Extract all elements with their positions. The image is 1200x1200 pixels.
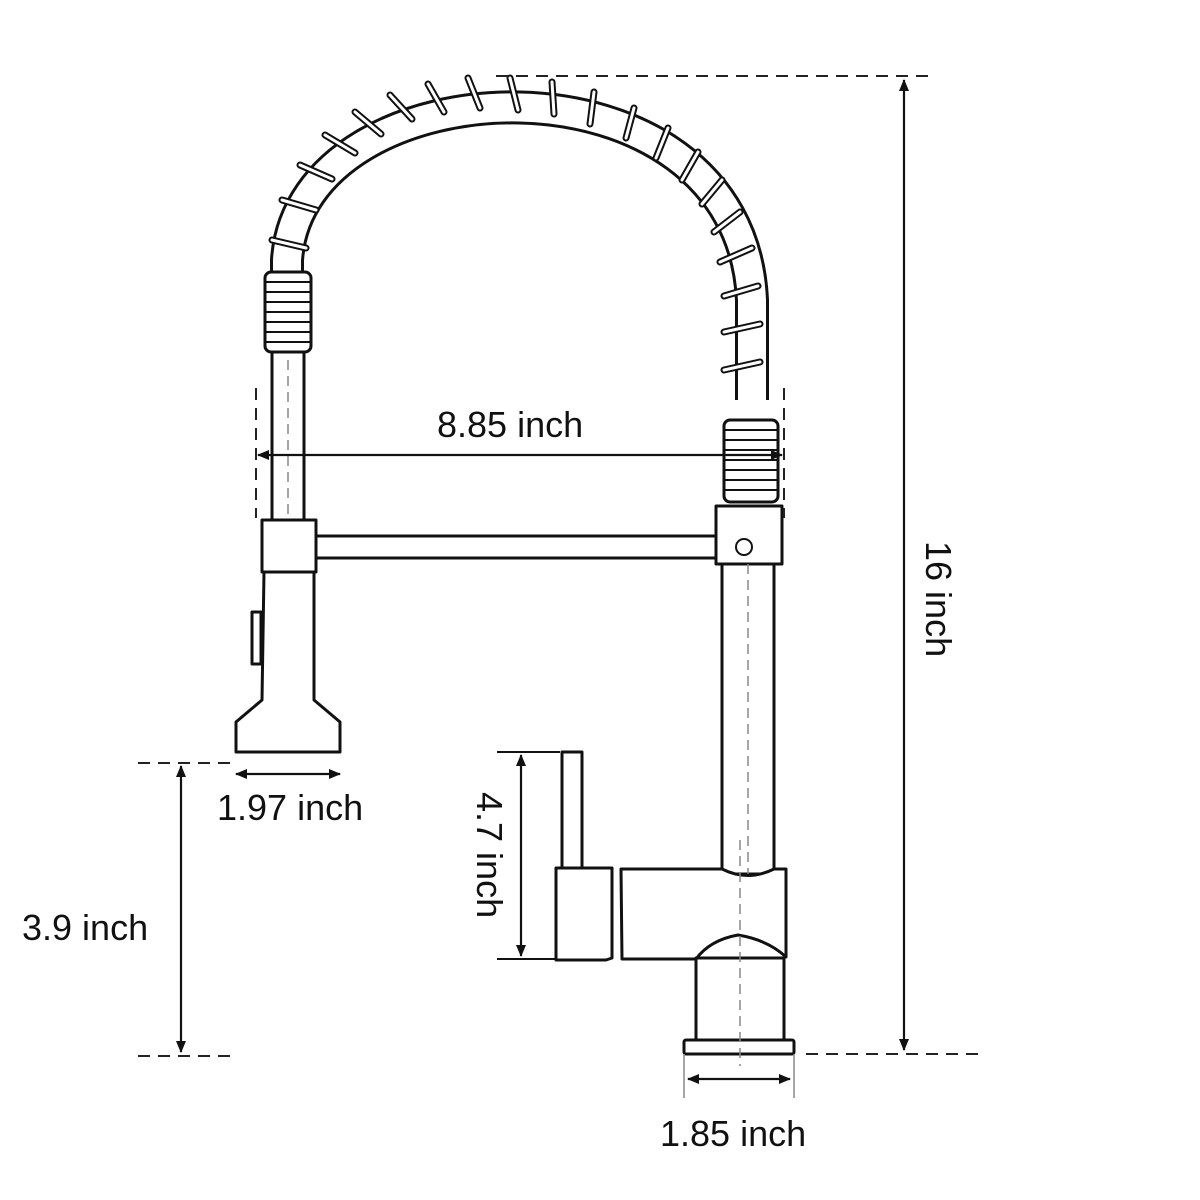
sprayer-tube [270, 350, 306, 522]
lever-handle [560, 750, 584, 874]
valve-body [619, 867, 788, 961]
handle-height-label: 4.7 inch [469, 792, 510, 918]
dimension-total-height: 16 inch [496, 75, 984, 1055]
dimension-base-diameter: 1.85 inch [660, 1054, 806, 1154]
spring-coil [268, 74, 764, 374]
pivot-collar [714, 504, 784, 566]
dimension-sprayer-clearance: 3.9 inch [22, 762, 234, 1057]
sprayer-clearance-label: 3.9 inch [22, 907, 148, 948]
dimension-handle-height: 4.7 inch [469, 751, 560, 960]
sprayer-width-label: 1.97 inch [217, 787, 363, 828]
faucet-body [720, 562, 776, 900]
dimension-sprayer-width: 1.97 inch [217, 769, 363, 828]
tight-coil-left [263, 270, 313, 354]
spout-arm [314, 534, 720, 560]
tight-coil-right [722, 418, 780, 504]
sprayer-head [234, 518, 342, 754]
total-height-label: 16 inch [918, 541, 959, 657]
spring-hose [263, 74, 780, 504]
spout-reach-label: 8.85 inch [437, 404, 583, 445]
sprayer-button [250, 610, 263, 666]
base-plate [682, 1038, 796, 1056]
base-diameter-label: 1.85 inch [660, 1113, 806, 1154]
handle-hub [554, 866, 614, 962]
faucet-base [554, 750, 796, 1066]
dimension-spout-reach: 8.85 inch [255, 388, 785, 518]
